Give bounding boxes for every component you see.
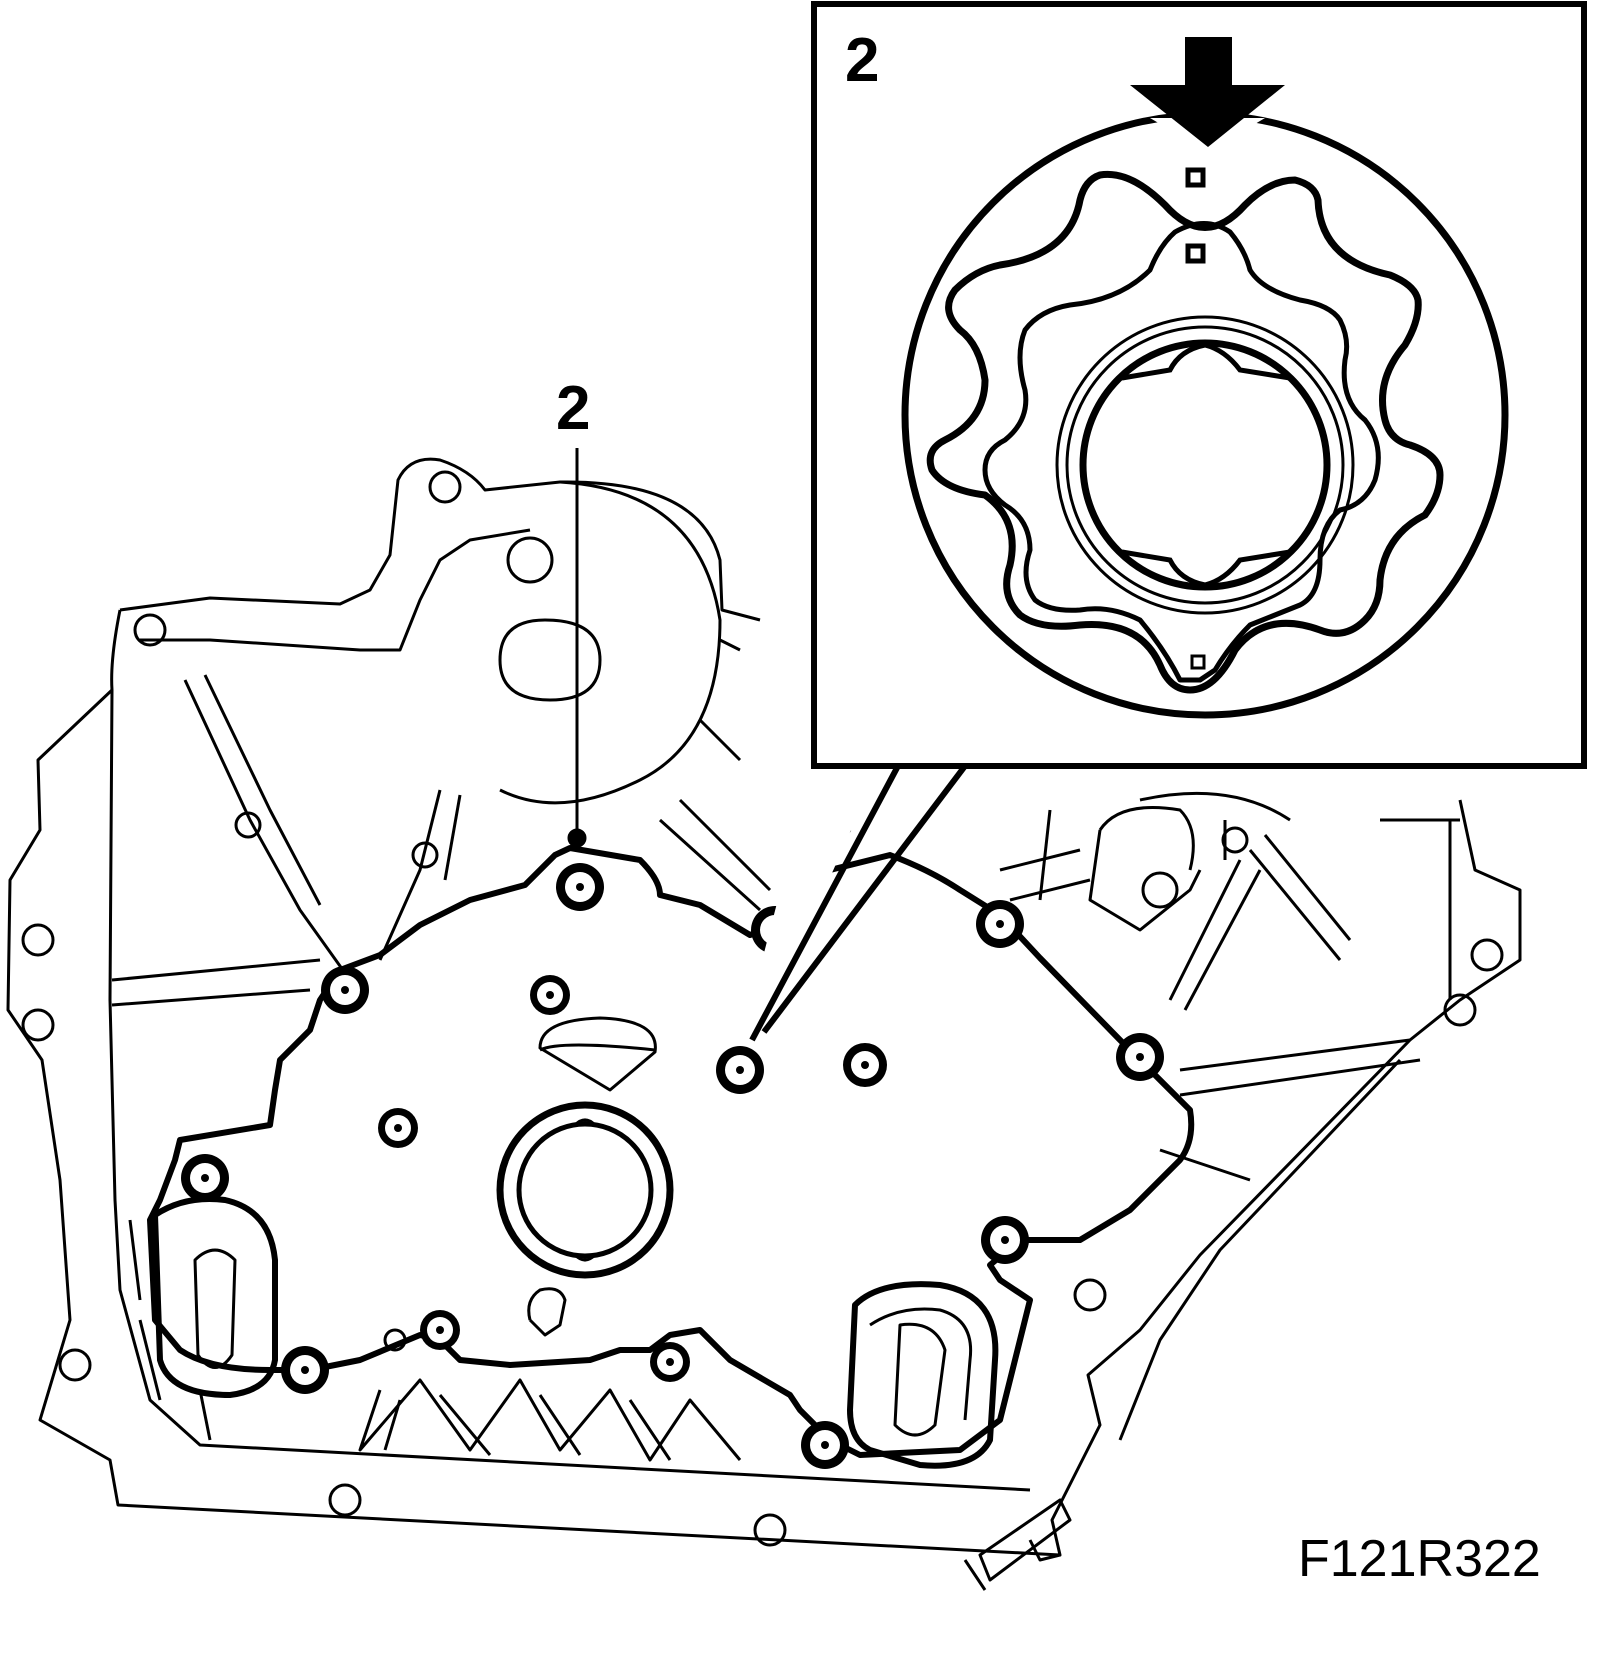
casting-holes	[21, 470, 1504, 1547]
lower-rotor-mark	[1190, 654, 1206, 670]
inner-rotor	[982, 221, 1381, 683]
callout-label-inset: 2	[845, 26, 880, 95]
outer-rotor	[926, 170, 1444, 694]
main-gear-bore	[496, 1101, 674, 1279]
inner-rotor-mark	[1185, 243, 1206, 264]
engine-block-outline	[6, 457, 1522, 1591]
outer-rotor-mark	[1185, 167, 1206, 188]
pump-bolts	[181, 863, 1164, 1469]
callout-leaders	[567, 448, 968, 1045]
alignment-arrow-icon	[1130, 37, 1285, 147]
figure-code: F121R322	[1298, 1530, 1541, 1588]
callout-label-main: 2	[556, 374, 591, 443]
pump-housing-details	[193, 1016, 973, 1437]
detail-inset	[811, 1, 1587, 769]
